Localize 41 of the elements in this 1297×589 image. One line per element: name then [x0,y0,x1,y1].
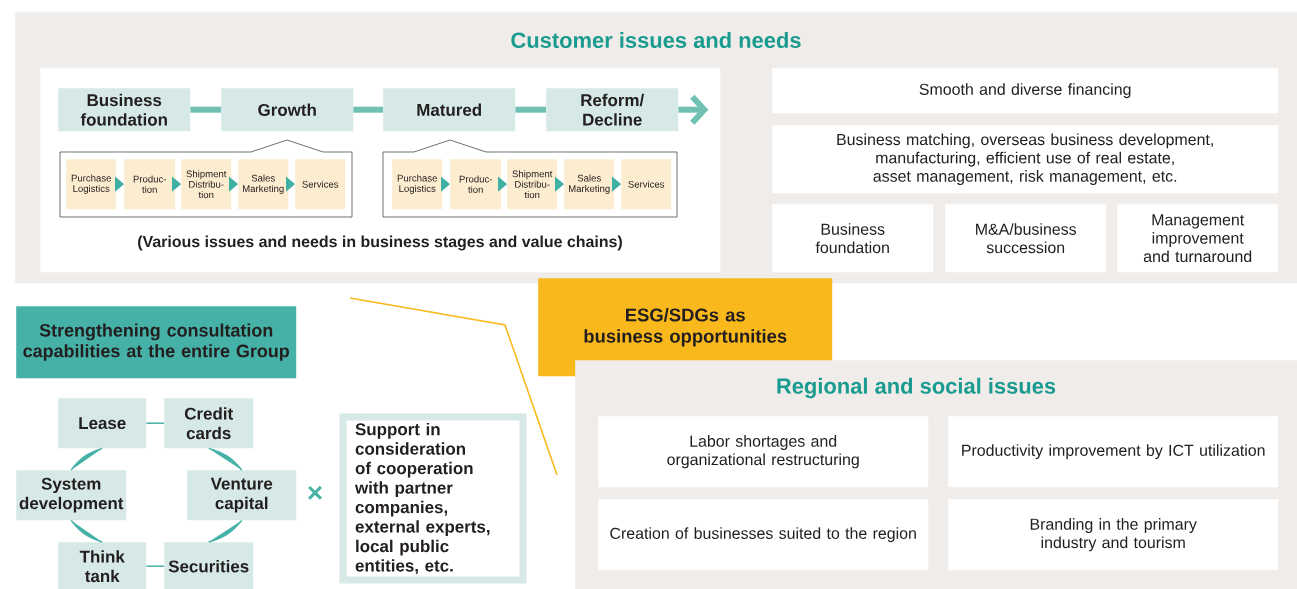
service-box: Think tank [58,542,147,589]
value-chain-box: Sales Marketing [238,159,289,210]
issue-box: Labor shortages and organizational restructuring [598,416,929,488]
value-chain-box: Services [295,159,346,210]
connector-line [145,565,165,567]
connector-line [70,447,103,471]
issue-box: M&A/business succession [945,204,1107,273]
stage-box: Business foundation [58,88,191,132]
service-box: Credit cards [164,398,254,449]
issue-box: Business foundation [772,204,934,273]
stage-box: Growth [221,88,354,132]
service-box: Venture capital [187,470,297,521]
issue-box: Management improvement and turnaround [1117,204,1279,273]
issue-box: Smooth and diverse financing [772,68,1279,114]
connector-line [145,422,165,424]
service-box: System development [16,470,127,521]
value-chain-box: Purchase Logistics [66,159,117,210]
stage-box: Reform/ Decline [546,88,679,132]
panel-title: Customer issues and needs [511,31,801,49]
value-chain-box: Sales Marketing [564,159,615,210]
stage-box: Matured [383,88,516,132]
issue-box: Creation of businesses suited to the region [598,499,929,571]
connector-line [207,519,243,543]
heading-band: Strengthening consultation capabilities at the entire Group [16,306,297,379]
issue-box: Productivity improvement by ICT utilization [948,416,1279,488]
support-box: Support in consideration of cooperation with partner companies, external experts, local public entities, etc. [339,413,527,584]
value-chain-box: Purchase Logistics [392,159,443,210]
multiply-sign: × [308,485,322,500]
value-chain-box: Produc- tion [124,159,176,210]
issue-box: Branding in the primary industry and tourism [948,499,1279,571]
value-chain-box: Shipment Distribu- tion [181,159,232,210]
connector-line [70,519,103,543]
panel-text: (Various issues and needs in business stages and value chains) [138,235,622,251]
value-chain-box: Produc- tion [450,159,502,210]
issue-box: Business matching, overseas business development, manufacturing, efficient use of real estate, asset management, risk management, etc. [772,125,1279,194]
service-box: Lease [58,398,147,449]
value-chain-box: Services [621,159,672,210]
service-box: Securities [164,542,254,589]
panel-title: Regional and social issues [777,377,1056,399]
value-chain-box: Shipment Distribu- tion [507,159,558,210]
connector-line [207,447,243,471]
